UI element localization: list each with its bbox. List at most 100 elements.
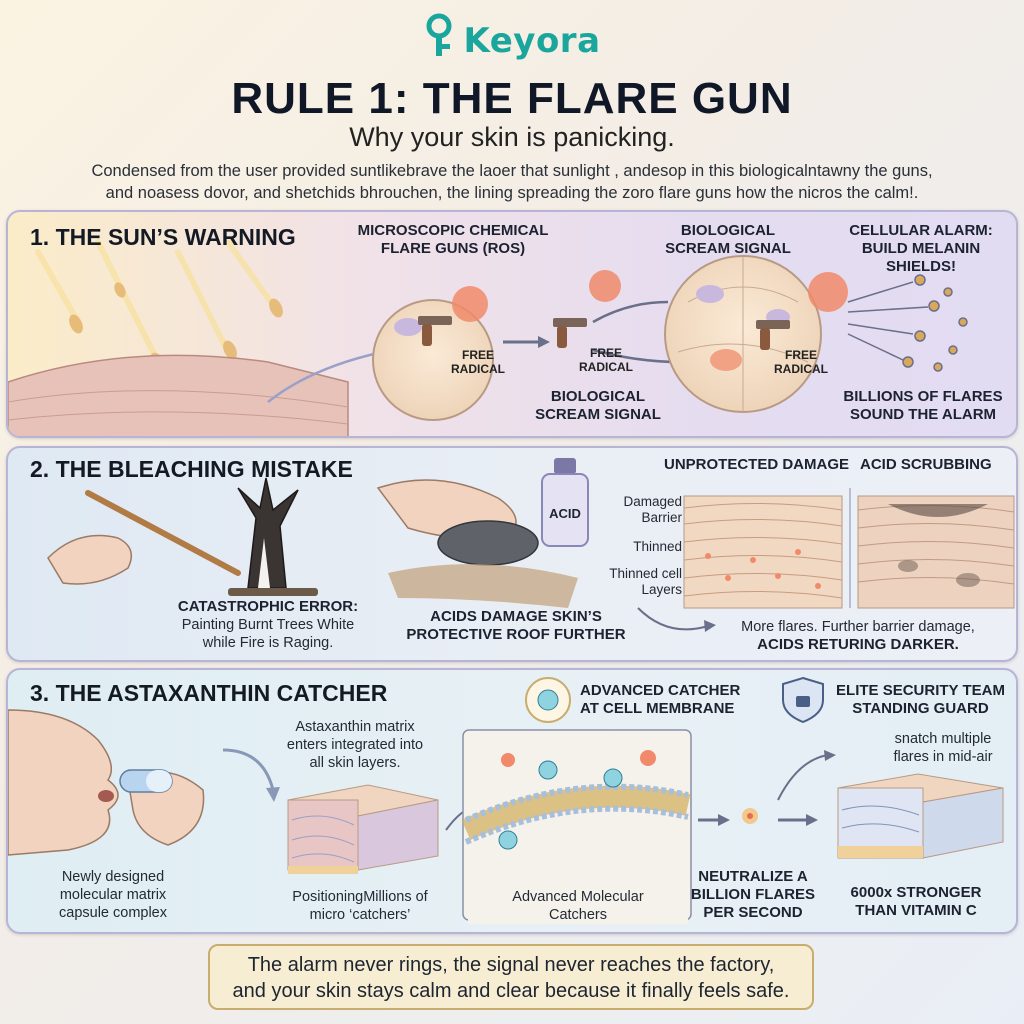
- molecular-catcher-icons: [498, 760, 623, 850]
- free-radical-3-line-1: FREE: [784, 348, 817, 362]
- section-bleaching-mistake: 2. THE BLEACHING MISTAKE ACID UNPROTECTE…: [6, 446, 1018, 662]
- elite-line-1: ELITE SECURITY TEAM: [836, 682, 1005, 699]
- error-line-1: Painting Burnt Trees White: [181, 617, 355, 633]
- acids-line-2: PROTECTIVE ROOF FURTHER: [406, 626, 626, 643]
- scream-bottom-line-1: BIOLOGICAL: [550, 388, 646, 405]
- thinned-cell-line-1: Thinned cell: [609, 566, 682, 581]
- closing-line-2: and your skin stays calm and clear becau…: [232, 980, 790, 1002]
- cellular-alarm-label: CELLULAR ALARM: BUILD MELANIN SHIELDS!: [826, 222, 1016, 276]
- page-title: RULE 1: THE FLARE GUN: [231, 74, 793, 123]
- brand-logo: Keyora: [0, 12, 1024, 61]
- section-3-heading: 3. THE ASTAXANTHIN CATCHER: [30, 680, 388, 706]
- free-radical-label-2: FREE RADICAL: [576, 346, 636, 374]
- further-damage-caption: More flares. Further barrier damage, ACI…: [708, 618, 1008, 654]
- free-radical-3-line-2: RADICAL: [774, 362, 828, 376]
- positioning-caption: PositioningMillions of micro ‘catchers’: [270, 888, 450, 924]
- free-radical-1-line-2: RADICAL: [451, 362, 505, 376]
- capsule-line-3: capsule complex: [59, 905, 167, 921]
- alarm-line-2: BUILD MELANIN SHIELDS!: [861, 240, 981, 275]
- protected-skin-block: [837, 773, 1004, 859]
- flare-particles: [847, 274, 968, 372]
- elite-line-2: STANDING GUARD: [852, 700, 989, 717]
- unprotected-damage-label: UNPROTECTED DAMAGE: [664, 456, 850, 473]
- capsule-icon: [119, 769, 173, 793]
- scream-top-line-1: BIOLOGICAL: [680, 222, 776, 239]
- flare-gun-icon-2: [553, 270, 621, 348]
- scrub-sponge: [437, 520, 539, 566]
- section-2-heading: 2. THE BLEACHING MISTAKE: [30, 456, 353, 482]
- cell-membrane-frame: [461, 729, 692, 921]
- neutralize-burst-icon: [742, 808, 758, 824]
- skin-layers-cube: [287, 784, 439, 874]
- scream-signal-bottom-label: BIOLOGICAL SCREAM SIGNAL: [508, 388, 688, 424]
- capsule-line-1: Newly designed: [61, 869, 165, 885]
- acids-damage-caption: ACIDS DAMAGE SKIN’S PROTECTIVE ROOF FURT…: [396, 608, 636, 644]
- page-subtitle: Why your skin is panicking.: [349, 122, 675, 152]
- thinned-cell-label: Thinned cell Layers: [592, 566, 682, 598]
- stronger-caption: 6000x STRONGER THAN VITAMIN C: [826, 884, 1006, 920]
- advanced-line-1: ADVANCED CATCHER: [580, 682, 741, 699]
- acid-bottle-icon: [541, 458, 589, 547]
- flare-gun-icon-1: [418, 286, 488, 346]
- flare-guns-label: MICROSCOPIC CHEMICAL FLARE GUNS (ROS): [353, 222, 553, 258]
- neutralize-line-2: BILLION FLARES: [690, 886, 816, 903]
- elite-security-label: ELITE SECURITY TEAM STANDING GUARD: [828, 682, 1013, 718]
- brand-name: Keyora: [463, 21, 601, 61]
- acid-scrubbing-diagram: [857, 495, 1015, 609]
- intro-paragraph: Condensed from the user provided suntlik…: [60, 160, 964, 204]
- skin-surface: [8, 354, 349, 436]
- key-icon: [426, 13, 452, 56]
- section-1-heading: 1. THE SUN’S WARNING: [30, 224, 296, 250]
- person-face: [8, 709, 119, 856]
- stronger-line-1: 6000x STRONGER: [850, 884, 982, 901]
- flare-gun-icon-3: [756, 272, 848, 350]
- damaged-line-1: Damaged: [623, 494, 682, 509]
- paintbrush-icon: [85, 490, 241, 576]
- advanced-line-2: AT CELL MEMBRANE: [580, 700, 735, 717]
- flare-guns-label-line-2: FLARE GUNS (ROS): [380, 240, 526, 257]
- molecular-catchers-caption: Advanced Molecular Catchers: [468, 888, 688, 924]
- error-title: CATASTROPHIC ERROR:: [177, 598, 359, 615]
- acids-line-1: ACIDS DAMAGE SKIN’S: [430, 608, 602, 625]
- positioning-line-2: micro ‘catchers’: [309, 907, 411, 923]
- damaged-barrier-label: Damaged Barrier: [598, 494, 682, 526]
- positioning-line-1: PositioningMillions of: [292, 889, 428, 905]
- snatch-caption: snatch multiple flares in mid-air: [868, 730, 1016, 766]
- intro-line-1: Condensed from the user provided suntlik…: [91, 162, 933, 180]
- shield-lock-icon: [782, 676, 824, 724]
- astaxanthin-illustration: [8, 676, 1004, 921]
- painting-hand: [47, 534, 133, 585]
- free-radical-label-3: FREE RADICAL: [771, 348, 831, 376]
- free-radical-1-line-1: FREE: [461, 348, 494, 362]
- returning-darker-text: ACIDS RETURING DARKER.: [757, 636, 959, 653]
- matrix-caption: Astaxanthin matrix enters integrated int…: [270, 718, 440, 772]
- thinned-cell-line-2: Layers: [641, 582, 682, 597]
- neutralize-line-3: PER SECOND: [703, 904, 803, 921]
- catastrophic-error-caption: CATASTROPHIC ERROR: Painting Burnt Trees…: [148, 598, 388, 652]
- free-radical-2-line-1: FREE: [589, 346, 622, 360]
- matrix-line-2: enters integrated into: [286, 737, 424, 753]
- thinned-label: Thinned: [633, 539, 682, 554]
- matrix-line-3: all skin layers.: [309, 755, 401, 771]
- more-flares-text: More flares. Further barrier damage,: [741, 619, 975, 635]
- capsule-caption: Newly designed molecular matrix capsule …: [28, 868, 198, 922]
- snatch-line-1: snatch multiple: [894, 731, 992, 747]
- unprotected-damage-diagram: [683, 495, 843, 609]
- scream-bottom-line-2: SCREAM SIGNAL: [535, 406, 661, 423]
- flare-guns-label-line-1: MICROSCOPIC CHEMICAL: [357, 222, 549, 239]
- molecular-line-1: Advanced Molecular: [512, 889, 644, 905]
- billions-line-2: SOUND THE ALARM: [849, 406, 997, 423]
- damaged-line-2: Barrier: [641, 510, 682, 525]
- section-suns-warning: 1. THE SUN’S WARNING MICROSCOPIC CHEMICA…: [6, 210, 1018, 438]
- stronger-line-2: THAN VITAMIN C: [855, 902, 977, 919]
- alarm-line-1: CELLULAR ALARM:: [849, 222, 993, 239]
- billions-flares-label: BILLIONS OF FLARES SOUND THE ALARM: [828, 388, 1016, 424]
- scream-signal-top-label: BIOLOGICAL SCREAM SIGNAL: [638, 222, 818, 258]
- scream-top-line-2: SCREAM SIGNAL: [665, 240, 791, 257]
- intro-line-2: and noasess dovor, and shetchids bhrouch…: [105, 184, 919, 202]
- billions-line-1: BILLIONS OF FLARES: [843, 388, 1003, 405]
- suns-warning-illustration: [8, 239, 968, 436]
- neutralize-line-1: NEUTRALIZE A: [698, 868, 808, 885]
- closing-line-1: The alarm never rings, the signal never …: [247, 954, 775, 976]
- sunlight-rays: [35, 239, 283, 376]
